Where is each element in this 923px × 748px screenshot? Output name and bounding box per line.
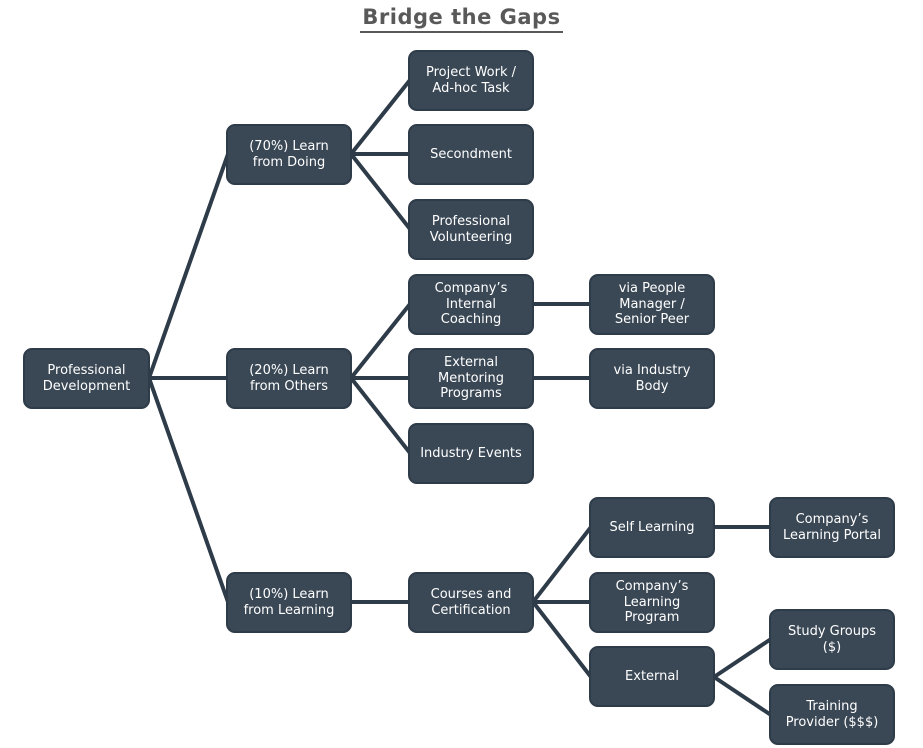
connector-line xyxy=(147,377,230,603)
node-training-provider: Training Provider ($$$) xyxy=(769,684,895,745)
node-company-internal-coaching: Company’s Internal Coaching xyxy=(408,274,534,335)
node-professional-volunteering: Professional Volunteering xyxy=(408,199,534,260)
connector-line xyxy=(712,675,773,717)
node-professional-development: Professional Development xyxy=(23,348,150,409)
connector-line xyxy=(349,302,412,380)
node-secondment: Secondment xyxy=(408,124,534,185)
node-via-people-manager-senior-peer: via People Manager / Senior Peer xyxy=(589,274,715,335)
node-external-mentoring-programs: External Mentoring Programs xyxy=(408,348,534,409)
connector-line xyxy=(531,600,593,679)
node-external: External xyxy=(589,646,715,707)
diagram-title: Bridge the Gaps xyxy=(0,5,923,33)
connector-line xyxy=(712,637,773,679)
connector-line xyxy=(147,153,230,379)
connector-line xyxy=(531,525,593,604)
connector-line xyxy=(349,376,412,455)
connector-line xyxy=(349,152,412,231)
connector-line xyxy=(349,78,412,156)
node-via-industry-body: via Industry Body xyxy=(589,348,715,409)
node-courses-and-certification: Courses and Certification xyxy=(408,572,534,633)
node-learn-from-doing: (70%) Learn from Doing xyxy=(226,124,352,185)
node-company-learning-program: Company’s Learning Program xyxy=(589,572,715,633)
node-industry-events: Industry Events xyxy=(408,423,534,484)
node-study-groups: Study Groups ($) xyxy=(769,609,895,670)
node-learn-from-learning: (10%) Learn from Learning xyxy=(226,572,352,633)
node-self-learning: Self Learning xyxy=(589,497,715,558)
diagram-title-text: Bridge the Gaps xyxy=(360,5,563,33)
node-learn-from-others: (20%) Learn from Others xyxy=(226,348,352,409)
node-project-work-adhoc-task: Project Work / Ad-hoc Task xyxy=(408,50,534,111)
node-company-learning-portal: Company’s Learning Portal xyxy=(769,497,895,558)
